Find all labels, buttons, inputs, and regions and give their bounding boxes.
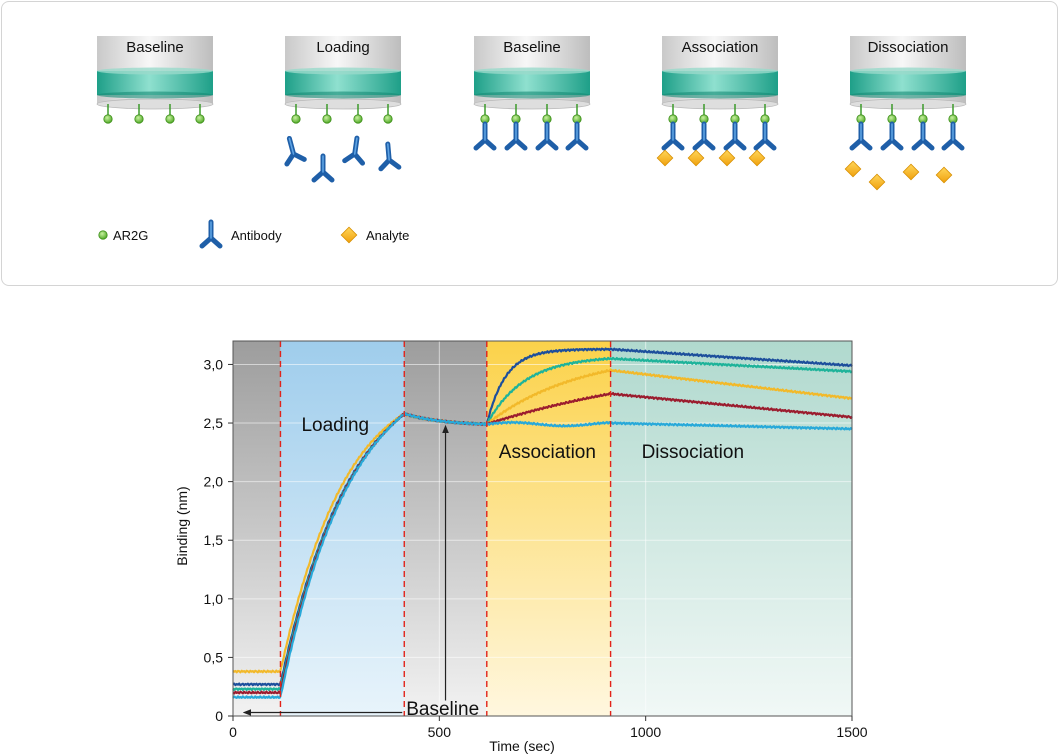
antibody-legend-icon bbox=[202, 222, 220, 246]
antibody-icon bbox=[852, 124, 870, 148]
antibody-icon bbox=[568, 124, 586, 148]
sensor-band bbox=[97, 71, 213, 95]
phase-label-dissociation: Dissociation bbox=[642, 442, 744, 463]
antibody-icon bbox=[944, 124, 962, 148]
y-tick-label: 2,5 bbox=[204, 415, 224, 431]
antibody-icon bbox=[883, 124, 901, 148]
x-tick-label: 1500 bbox=[836, 724, 867, 740]
plot-frame bbox=[232, 340, 853, 717]
antibody-icon bbox=[726, 124, 744, 148]
antibody-icon bbox=[476, 124, 494, 148]
antibody-icon bbox=[664, 124, 682, 148]
analyte-legend-icon bbox=[340, 226, 358, 244]
phase-baseline-region bbox=[233, 341, 281, 716]
phase-dissociation-region bbox=[610, 341, 852, 716]
phase-association-region bbox=[486, 341, 611, 716]
antibody-icon bbox=[756, 124, 774, 148]
antibody-icon bbox=[314, 156, 332, 180]
ar2g-dot bbox=[322, 114, 332, 124]
workflow-diagram: Baseline Loading Baseline Association Dissoc… bbox=[96, 36, 967, 290]
sensor-band bbox=[850, 71, 966, 95]
step-4-association: Association bbox=[656, 36, 779, 167]
y-tick-label: 1,5 bbox=[204, 532, 224, 548]
ar2g-dot bbox=[353, 114, 363, 124]
analyte-icon bbox=[748, 149, 766, 167]
baseline-annotation: Baseline bbox=[406, 699, 479, 720]
step-5-dissociation: Dissociation bbox=[844, 36, 967, 191]
sensor-band bbox=[285, 71, 401, 95]
ar2g-legend-icon bbox=[98, 230, 108, 240]
x-tick-label: 500 bbox=[428, 724, 452, 740]
sensor-band bbox=[474, 71, 590, 95]
analyte-icon bbox=[687, 149, 705, 167]
phase-label-loading: Loading bbox=[301, 415, 369, 436]
series-line-3 bbox=[232, 368, 853, 674]
antibody-icon bbox=[914, 124, 932, 148]
step-title: Dissociation bbox=[868, 39, 949, 56]
x-tick-label: 0 bbox=[229, 724, 237, 740]
analyte-icon bbox=[902, 163, 920, 181]
legend-analyte-label: Analyte bbox=[366, 228, 409, 243]
phase-loading-region bbox=[280, 341, 405, 716]
x-axis-label: Time (sec) bbox=[489, 738, 555, 754]
ar2g-dot bbox=[134, 114, 144, 124]
y-tick-label: 1,0 bbox=[204, 591, 224, 607]
analyte-icon bbox=[935, 166, 953, 184]
antibody-icon bbox=[345, 137, 366, 163]
analyte-icon bbox=[656, 149, 674, 167]
antibody-icon bbox=[379, 143, 399, 168]
sensor-band bbox=[662, 71, 778, 95]
x-tick-label: 1000 bbox=[630, 724, 661, 740]
analyte-icon bbox=[844, 160, 862, 178]
step-title: Loading bbox=[316, 39, 369, 56]
antibody-icon bbox=[538, 124, 556, 148]
step-3-loaded: Baseline bbox=[474, 36, 591, 148]
step-2-loading: Loading bbox=[281, 36, 402, 180]
ar2g-dot bbox=[165, 114, 175, 124]
analyte-icon bbox=[718, 149, 736, 167]
antibody-icon bbox=[281, 136, 305, 164]
step-title: Baseline bbox=[126, 39, 184, 56]
y-tick-label: 0 bbox=[215, 708, 223, 724]
antibody-icon bbox=[507, 124, 525, 148]
y-axis-label: Binding (nm) bbox=[174, 486, 190, 565]
step-title: Association bbox=[682, 39, 759, 56]
ar2g-dot bbox=[383, 114, 393, 124]
legend: AR2G Antibody Analyte bbox=[98, 222, 409, 246]
legend-antibody-label: Antibody bbox=[231, 228, 282, 243]
series-line-5 bbox=[232, 411, 853, 699]
ar2g-dot bbox=[291, 114, 301, 124]
y-tick-label: 0,5 bbox=[204, 649, 224, 665]
phase-label-association: Association bbox=[499, 442, 596, 463]
ar2g-dot bbox=[103, 114, 113, 124]
analyte-icon bbox=[868, 173, 886, 191]
y-tick-label: 3,0 bbox=[204, 356, 224, 372]
step-1-baseline: Baseline bbox=[96, 36, 214, 124]
y-tick-label: 2,0 bbox=[204, 474, 224, 490]
ar2g-dot bbox=[195, 114, 205, 124]
step-title: Baseline bbox=[503, 39, 561, 56]
legend-ar2g-label: AR2G bbox=[113, 228, 148, 243]
antibody-icon bbox=[695, 124, 713, 148]
